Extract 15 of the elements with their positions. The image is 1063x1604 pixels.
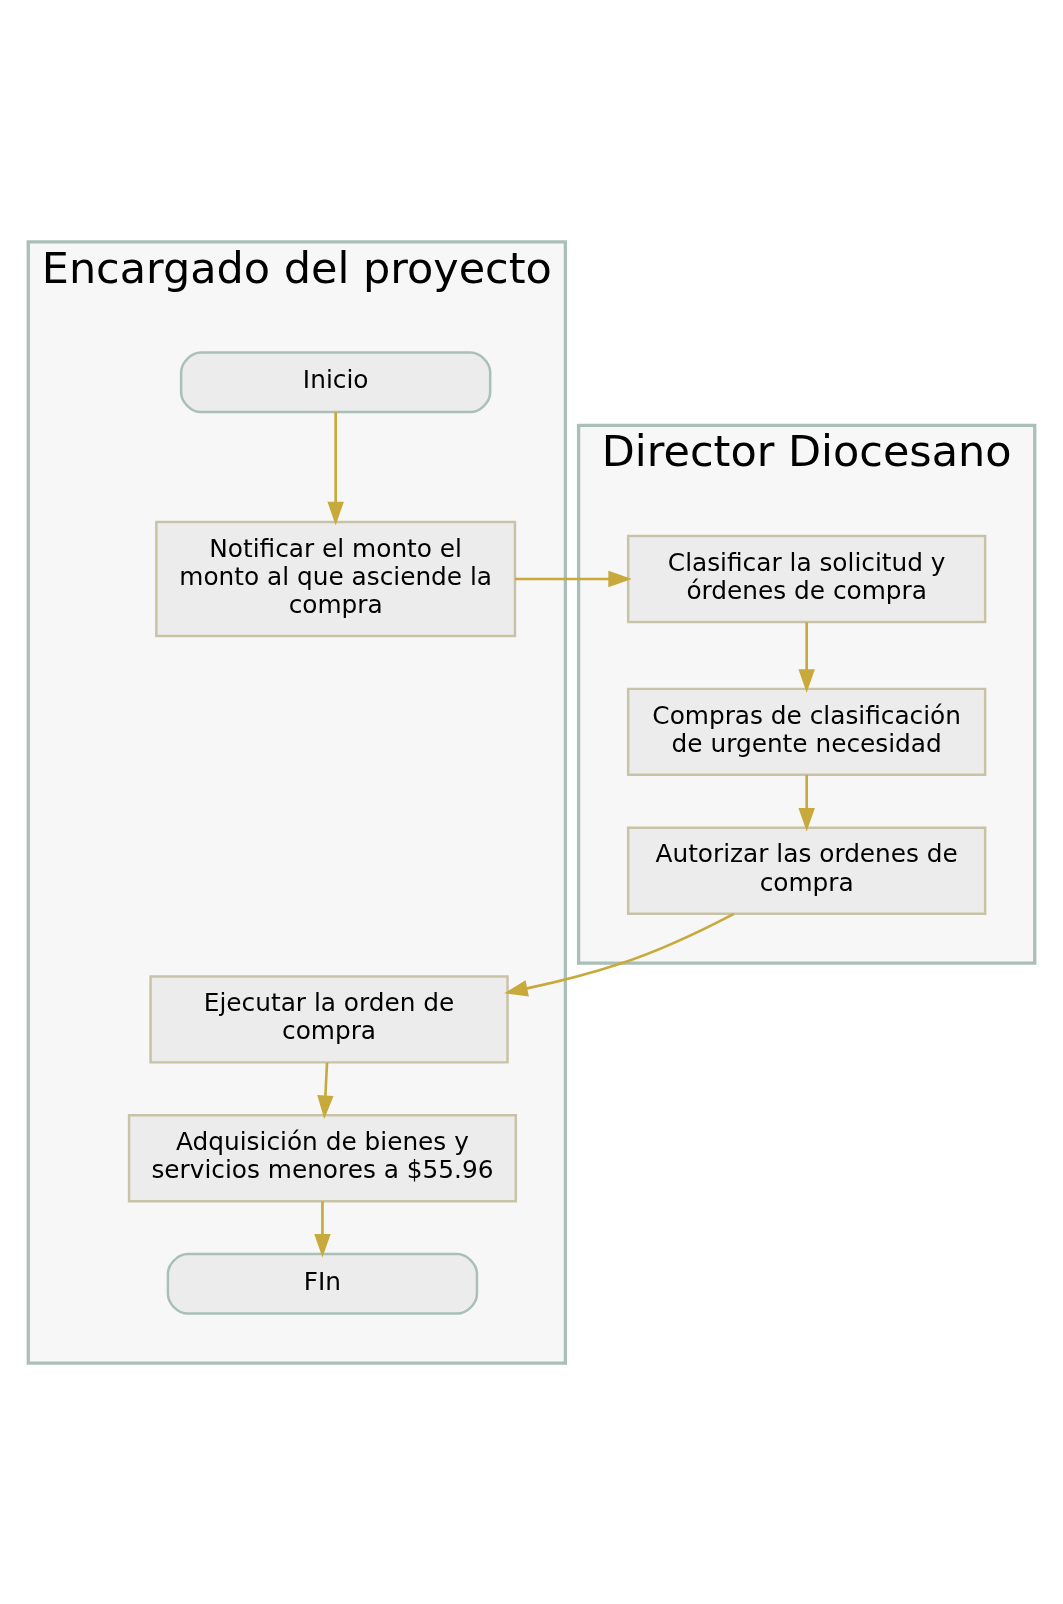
node-box: Autorizar las ordenes de compra <box>626 825 987 915</box>
node-box: Inicio <box>179 350 492 413</box>
node-box: Adquisición de bienes y servicios menores a $55.96 <box>127 1113 518 1202</box>
node-box: Notificar el monto el monto al que asciende la compra <box>155 520 517 637</box>
arrow <box>798 621 815 693</box>
node-box: Clasificar la solicitud y órdenes de compra <box>626 534 987 623</box>
arrow <box>317 1061 334 1119</box>
arrow <box>515 570 632 587</box>
node-box: FIn <box>166 1252 479 1315</box>
arrow <box>327 411 344 525</box>
arrow <box>798 774 815 831</box>
arrow <box>504 912 735 996</box>
node-box: Ejecutar la orden de compra <box>149 974 509 1064</box>
node-box: Compras de clasificación de urgente necesidad <box>626 687 987 776</box>
arrow <box>314 1200 331 1258</box>
